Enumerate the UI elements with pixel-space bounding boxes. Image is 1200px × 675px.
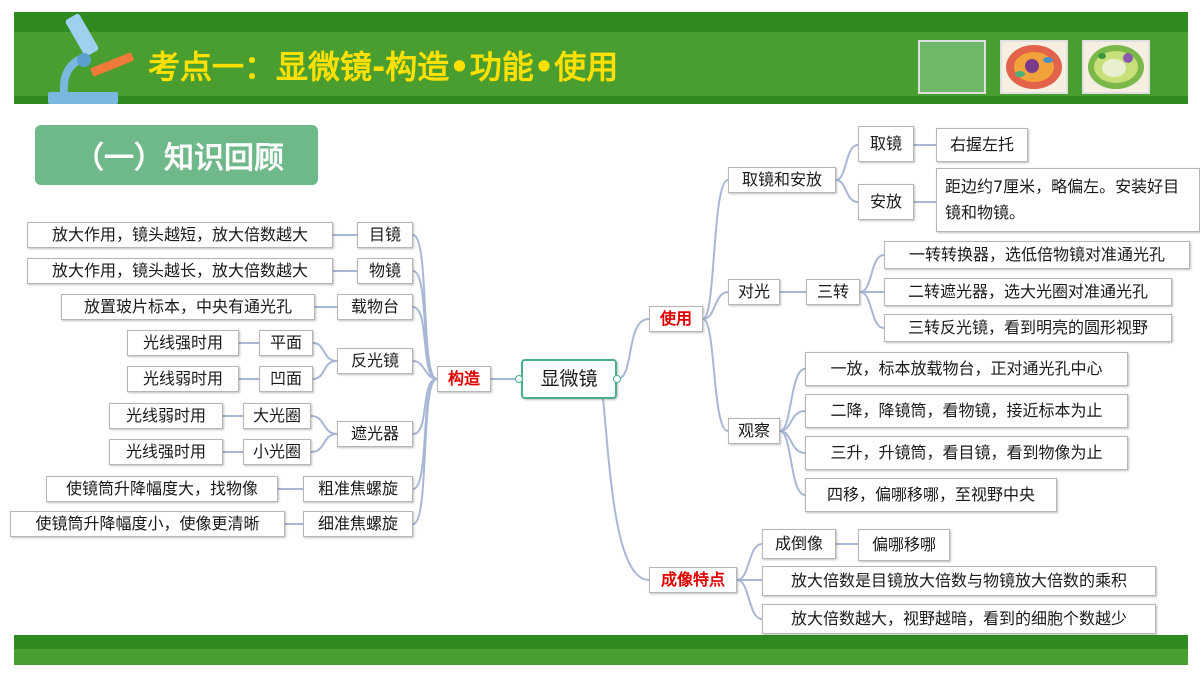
root-right-connector (613, 375, 621, 383)
imaging-field-brightness: 放大倍数越大，视野越暗，看到的细胞个数越少 (762, 604, 1156, 634)
detail-fine-focus: 使镜筒升降幅度小，使像更清晰 (10, 511, 285, 537)
mindmap-root: 显微镜 (521, 359, 617, 399)
use-take: 取镜 (858, 126, 914, 162)
observe-step-3: 三升，升镜筒，看目镜，看到物像为止 (805, 436, 1128, 470)
observe-step-4: 四移，偏哪移哪，至视野中央 (805, 478, 1057, 512)
root-left-connector (515, 375, 523, 383)
plant-cell-thumbnail (1082, 40, 1150, 94)
turn-step-2: 二转遮光器，选大光圈对准通光孔 (884, 278, 1172, 306)
detail-mirror-concave: 光线弱时用 (127, 366, 239, 392)
page-title: 考点一：显微镜-构造•功能•使用 (148, 48, 619, 86)
branch-imaging: 成像特点 (649, 567, 737, 593)
diaphragm-small: 小光圈 (243, 439, 311, 465)
detail-diaphragm-small: 光线强时用 (109, 439, 223, 465)
footer-dark-strip (14, 635, 1188, 649)
mirror-concave: 凹面 (259, 366, 313, 392)
detail-inverted: 偏哪移哪 (858, 529, 950, 561)
mirror-flat: 平面 (259, 330, 313, 356)
section-title: （一）知识回顾 (74, 141, 284, 176)
observe-step-2: 二降，降镜筒，看物镜，接近标本为止 (805, 394, 1128, 428)
imaging-magnification: 放大倍数是目镜放大倍数与物镜放大倍数的乘积 (762, 566, 1156, 596)
animal-cell-thumbnail (1000, 40, 1068, 94)
footer-bar (14, 635, 1188, 665)
section-badge (35, 125, 318, 185)
detail-eyepiece: 放大作用，镜头越短，放大倍数越大 (27, 222, 333, 248)
use-observe: 观察 (728, 418, 780, 444)
detail-place: 距边约7厘米，略偏左。安装好目镜和物镜。 (936, 168, 1200, 232)
detail-objective: 放大作用，镜头越长，放大倍数越大 (27, 258, 333, 284)
part-diaphragm: 遮光器 (337, 421, 413, 447)
detail-take: 右握左托 (936, 128, 1028, 162)
part-fine-focus: 细准焦螺旋 (303, 511, 413, 537)
detail-coarse-focus: 使镜筒升降幅度大，找物像 (46, 476, 278, 502)
part-eyepiece: 目镜 (357, 222, 413, 248)
detail-diaphragm-large: 光线弱时用 (109, 403, 223, 429)
detail-mirror-flat: 光线强时用 (127, 330, 239, 356)
part-coarse-focus: 粗准焦螺旋 (303, 476, 413, 502)
branch-structure: 构造 (437, 366, 491, 392)
detail-stage: 放置玻片标本，中央有通光孔 (61, 294, 315, 320)
animal-cell-icon (1006, 45, 1062, 89)
turn-step-3: 三转反光镜，看到明亮的圆形视野 (884, 314, 1172, 342)
blank-thumbnail (918, 40, 986, 94)
header-banner (14, 12, 1188, 104)
diaphragm-large: 大光圈 (243, 403, 311, 429)
branch-use: 使用 (649, 306, 703, 332)
part-stage: 载物台 (337, 294, 413, 320)
plant-cell-icon (1088, 45, 1144, 89)
use-light: 对光 (728, 279, 780, 305)
microscope-icon (48, 13, 134, 104)
header-top-strip (14, 12, 1188, 32)
use-take-place: 取镜和安放 (728, 167, 836, 193)
use-three-turns: 三转 (806, 279, 860, 305)
imaging-inverted: 成倒像 (762, 529, 836, 559)
turn-step-1: 一转转换器，选低倍物镜对准通光孔 (884, 241, 1190, 269)
header-bottom-strip (14, 96, 1188, 104)
part-objective: 物镜 (357, 258, 413, 284)
observe-step-1: 一放，标本放载物台，正对通光孔中心 (805, 352, 1128, 386)
part-mirror: 反光镜 (337, 348, 413, 374)
use-place: 安放 (858, 184, 914, 220)
